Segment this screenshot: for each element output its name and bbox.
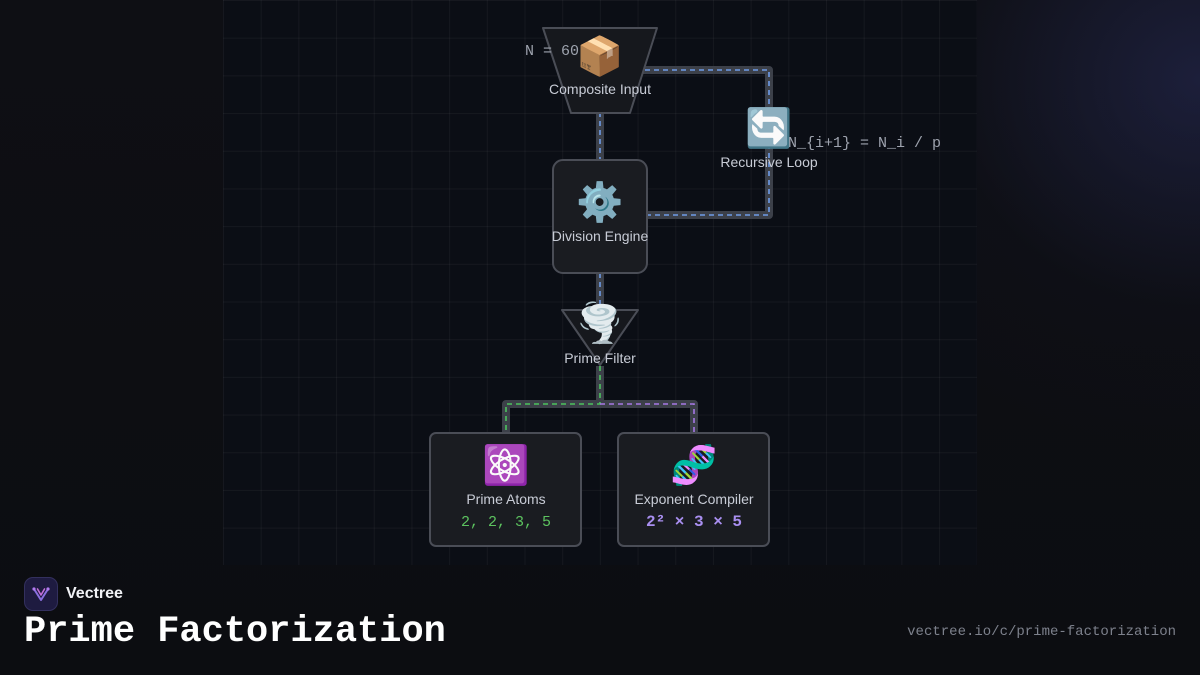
gear-icon: ⚙️	[576, 182, 624, 224]
footer: Vectree Prime Factorization vectree.io/c…	[0, 565, 1200, 675]
loop-formula-annotation: N_{i+1} = N_i / p	[788, 135, 942, 152]
exponent-compiler-box	[617, 432, 770, 547]
division-engine-label: Division Engine	[551, 228, 649, 244]
atom-icon: ⚛️	[482, 445, 530, 487]
recursive-loop-label: Recursive Loop	[720, 154, 818, 170]
page-title: Prime Factorization	[24, 611, 446, 653]
input-value-annotation: N = 60	[525, 43, 580, 60]
composite-input-label: Composite Input	[549, 81, 651, 97]
brand[interactable]: Vectree	[24, 577, 123, 611]
exponent-compiler-label: Exponent Compiler	[634, 491, 754, 507]
brand-name: Vectree	[66, 585, 123, 602]
dna-icon: 🧬	[670, 445, 718, 487]
package-icon: 📦	[576, 36, 624, 78]
division-engine-box	[552, 159, 648, 274]
composite-input-funnel	[542, 27, 658, 114]
prime-atoms-label: Prime Atoms	[466, 491, 546, 507]
connector-loop-path	[640, 66, 773, 219]
vectree-logo-icon	[24, 577, 58, 611]
prime-atoms-value: 2, 2, 3, 5	[460, 514, 552, 531]
loop-arrows-icon: 🔄	[745, 108, 793, 150]
connector-filter-to-outputs	[502, 366, 698, 433]
page-url-link[interactable]: vectree.io/c/prime-factorization	[907, 624, 1176, 640]
tornado-icon: 🌪️	[576, 303, 624, 345]
prime-filter-label: Prime Filter	[564, 350, 636, 366]
prime-atoms-box	[429, 432, 582, 547]
prime-filter-funnel	[561, 309, 639, 366]
exponent-compiler-value: 2² × 3 × 5	[645, 513, 743, 531]
